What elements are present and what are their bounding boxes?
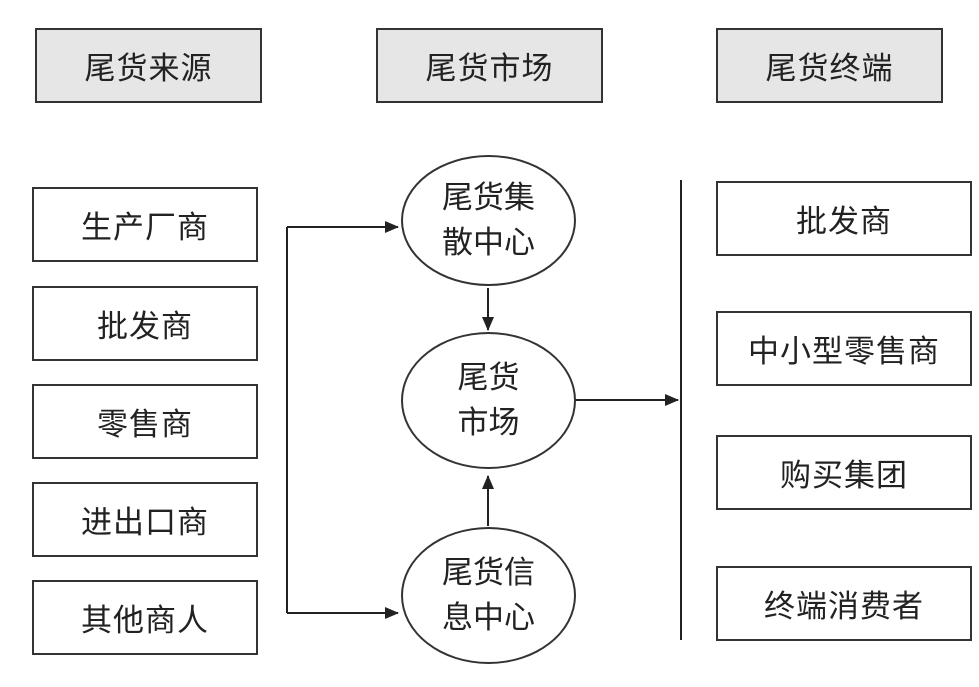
info-label-line2: 息中心 <box>442 599 535 636</box>
hub-label-line1: 尾货集 <box>442 179 535 216</box>
circle-distribution-hub: 尾货集 散中心 <box>401 155 576 286</box>
terminal-box-small-retailer: 中小型零售商 <box>716 311 972 386</box>
market-label-line1: 尾货 <box>457 359 520 396</box>
circle-info-center: 尾货信 息中心 <box>401 527 576 664</box>
terminal-box-end-consumer: 终端消费者 <box>716 566 972 641</box>
header-source: 尾货来源 <box>35 28 262 103</box>
terminal-box-wholesaler: 批发商 <box>716 181 972 256</box>
hub-label-line2: 散中心 <box>442 224 535 261</box>
source-box-other-merchants: 其他商人 <box>32 580 258 655</box>
source-box-retailer: 零售商 <box>32 384 258 459</box>
header-terminal: 尾货终端 <box>716 28 943 103</box>
circle-market: 尾货 市场 <box>401 332 576 469</box>
market-label-line2: 市场 <box>457 404 520 441</box>
info-label-line1: 尾货信 <box>442 554 535 591</box>
source-box-wholesaler: 批发商 <box>32 286 258 361</box>
source-box-manufacturer: 生产厂商 <box>32 187 258 262</box>
source-box-importer-exporter: 进出口商 <box>32 482 258 557</box>
header-market: 尾货市场 <box>376 28 603 103</box>
terminal-box-purchasing-group: 购买集团 <box>716 435 972 510</box>
